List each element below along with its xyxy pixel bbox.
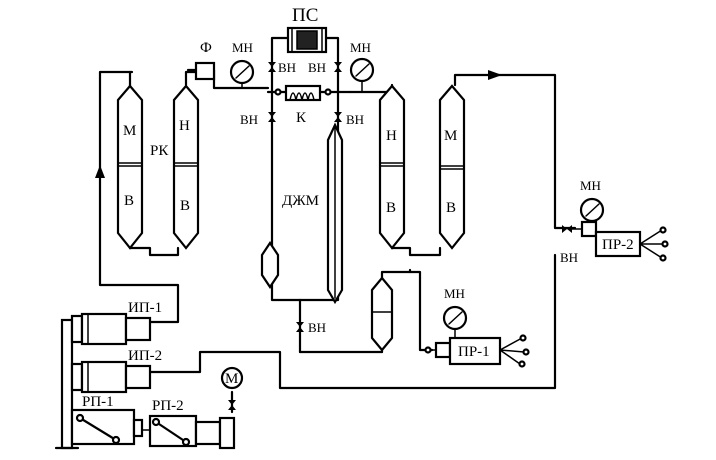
- vn-label: ВН: [308, 60, 326, 75]
- vn-label: ВН: [346, 112, 364, 127]
- valve-bottom: ВН: [296, 320, 326, 335]
- mn-label: МН: [350, 40, 371, 55]
- tank-right-2: М В: [438, 84, 466, 250]
- mn-label: МН: [580, 178, 601, 193]
- rk-label: РК: [150, 143, 169, 159]
- vn-label: ВН: [278, 60, 296, 75]
- flow-arrows: [95, 70, 502, 178]
- k-label: К: [296, 110, 307, 126]
- pr1-label: ПР-1: [458, 344, 490, 360]
- pr1-unit: ПР-1: [424, 334, 530, 368]
- tank-label-m: М: [444, 128, 457, 144]
- vn-label: ВН: [308, 320, 326, 335]
- ps-unit: ПС: [286, 5, 328, 54]
- ip2-label: ИП-2: [128, 348, 162, 364]
- tank-label-n: Н: [386, 128, 397, 144]
- ip1-unit: ИП-1: [70, 300, 162, 346]
- tank-label-n: Н: [179, 118, 190, 134]
- valve-motor: [228, 400, 236, 410]
- valve-mid-right: ВН: [334, 112, 364, 127]
- tank-label-v: В: [386, 200, 396, 216]
- valve-pr2: ВН: [560, 225, 578, 265]
- pr2-unit: ПР-2: [571, 220, 669, 262]
- rp1-label: РП-1: [82, 394, 114, 410]
- filter-f: Ф: [194, 40, 216, 81]
- vn-label: ВН: [240, 112, 258, 127]
- tank-djm: ДЖМ: [282, 122, 344, 305]
- manometer-pr2: МН: [579, 178, 605, 229]
- manometer-pr1: МН: [442, 286, 468, 341]
- valve-mid-left: ВН: [240, 112, 276, 127]
- mn-label: МН: [444, 286, 465, 301]
- vn-label: ВН: [560, 250, 578, 265]
- mn-label: МН: [232, 40, 253, 55]
- motor-unit: М: [220, 366, 244, 390]
- tank-left-2: Н В: [172, 84, 200, 250]
- manometer-top-right: МН: [349, 40, 375, 93]
- tank-left-1: М В: [116, 84, 144, 250]
- motor-label: М: [225, 371, 238, 387]
- tank-label-v: В: [180, 198, 190, 214]
- manometer-top-left: МН: [229, 40, 255, 89]
- ip1-label: ИП-1: [128, 300, 162, 316]
- tank-label-m: М: [123, 123, 136, 139]
- ps-label: ПС: [292, 5, 318, 26]
- tank-djm-small: [260, 241, 280, 289]
- tank-small: [370, 276, 394, 352]
- filter-label: Ф: [200, 40, 212, 56]
- rp2-label: РП-2: [152, 398, 184, 414]
- tank-label-v: В: [124, 193, 134, 209]
- tank-label-v: В: [446, 200, 456, 216]
- valve-top-right: ВН: [308, 60, 342, 75]
- pr2-label: ПР-2: [602, 237, 634, 253]
- djm-label: ДЖМ: [282, 193, 319, 209]
- tank-right-1: Н В: [378, 84, 406, 250]
- valve-top-left: ВН: [268, 60, 296, 75]
- rp1-unit: РП-1: [70, 394, 144, 446]
- ip2-unit: ИП-2: [70, 348, 162, 394]
- rp2-unit: РП-2: [141, 398, 236, 450]
- coil-k: К: [274, 84, 332, 126]
